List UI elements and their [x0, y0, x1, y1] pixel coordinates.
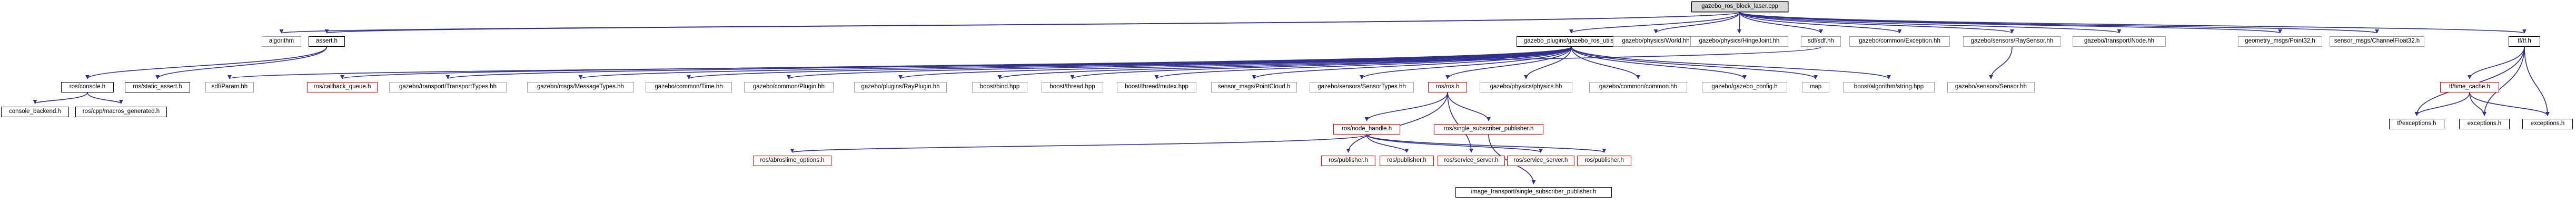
- graph-node-console_backend[interactable]: console_backend.h: [1, 107, 69, 117]
- graph-node-sm_pointcloud[interactable]: sensor_msgs/PointCloud.h: [1211, 82, 1297, 92]
- graph-node-gz_sensortypes[interactable]: gazebo/sensors/SensorTypes.hh: [1310, 82, 1414, 92]
- graph-node-label: boost/thread/mutex.hpp: [1125, 84, 1188, 90]
- graph-node-label: ros/static_assert.h: [133, 84, 182, 90]
- graph-node-root[interactable]: gazebo_ros_block_laser.cpp: [1691, 2, 1788, 12]
- graph-node-ros_publisher_3[interactable]: ros/publisher.h: [1577, 156, 1631, 166]
- graph-node-tf_tf[interactable]: tf/tf.h: [2509, 36, 2540, 47]
- graph-node-label: ros/publisher.h: [1584, 157, 1624, 164]
- graph-node-boost_bind[interactable]: boost/bind.hpp: [972, 82, 1027, 92]
- graph-node-gz_node_hh[interactable]: gazebo/transport/Node.hh: [2073, 36, 2166, 47]
- graph-node-gz_exception[interactable]: gazebo/common/Exception.hh: [1849, 36, 1950, 47]
- graph-node-label: image_transport/single_subscriber_publis…: [1471, 189, 1597, 196]
- graph-node-ros_console[interactable]: ros/console.h: [61, 82, 114, 92]
- graph-node-ros_publisher_1[interactable]: ros/publisher.h: [1321, 156, 1375, 166]
- graph-node-ros_service_server_1[interactable]: ros/service_server.h: [1438, 156, 1505, 166]
- graph-node-label: gazebo/physics/physics.hh: [1490, 84, 1562, 90]
- graph-node-label: tf/exceptions.h: [2397, 120, 2436, 127]
- graph-node-label: ros/node_handle.h: [1341, 126, 1392, 132]
- graph-node-label: gazebo/common/Exception.hh: [1859, 38, 1940, 45]
- graph-node-gz_plugin[interactable]: gazebo/common/Plugin.hh: [744, 82, 834, 92]
- graph-node-label: gazebo/transport/TransportTypes.hh: [399, 84, 497, 90]
- graph-node-phys_world[interactable]: gazebo/physics/World.hh: [1613, 36, 1699, 47]
- graph-node-label: ros/ros.h: [1435, 84, 1460, 90]
- graph-node-ros_single_sub_pub[interactable]: ros/single_subscriber_publisher.h: [1434, 124, 1543, 135]
- graph-node-label: gazebo/sensors/RaySensor.hh: [1970, 38, 2054, 45]
- graph-node-label: geometry_msgs/Point32.h: [2245, 38, 2315, 45]
- graph-node-ros_macros_generated[interactable]: ros/cpp/macros_generated.h: [75, 107, 167, 117]
- graph-node-map[interactable]: map: [1802, 82, 1829, 92]
- graph-node-label: gazebo/common/common.hh: [1599, 84, 1678, 90]
- graph-node-ros_publisher_2[interactable]: ros/publisher.h: [1380, 156, 1434, 166]
- graph-node-label: ros/console.h: [69, 84, 106, 90]
- graph-node-gz_physics[interactable]: gazebo/physics/physics.hh: [1480, 82, 1572, 92]
- graph-node-gz_config[interactable]: gazebo/gazebo_config.h: [1702, 82, 1787, 92]
- graph-node-gzr_utils[interactable]: gazebo_plugins/gazebo_ros_utils.h: [1517, 36, 1626, 47]
- graph-node-label: gazebo/plugins/RayPlugin.hh: [861, 84, 940, 90]
- graph-node-sm_channelfloat32[interactable]: sensor_msgs/ChannelFloat32.h: [2330, 36, 2424, 47]
- graph-node-label: console_backend.h: [8, 108, 62, 115]
- graph-node-label: gazebo/common/Plugin.hh: [752, 84, 825, 90]
- graph-node-gz_sensor_hh[interactable]: gazebo/sensors/Sensor.hh: [1947, 82, 2035, 92]
- graph-node-label: boost/bind.hpp: [979, 84, 1020, 90]
- graph-node-label: ros/publisher.h: [1329, 157, 1368, 164]
- graph-node-tf_exceptions[interactable]: tf/exceptions.h: [2389, 119, 2444, 129]
- graph-node-gz_common[interactable]: gazebo/common/common.hh: [1589, 82, 1687, 92]
- graph-node-label: gazebo_plugins/gazebo_ros_utils.h: [1523, 38, 1619, 45]
- graph-node-gz_raysensor[interactable]: gazebo/sensors/RaySensor.hh: [1963, 36, 2061, 47]
- graph-node-label: ros/abroslime_options.h: [760, 157, 825, 164]
- graph-node-label: ros/cpp/macros_generated.h: [82, 108, 160, 115]
- graph-node-ros_ros[interactable]: ros/ros.h: [1428, 82, 1467, 92]
- graph-node-label: gazebo/transport/Node.hh: [2084, 38, 2154, 45]
- graph-node-label: gazebo/msgs/MessageTypes.hh: [537, 84, 624, 90]
- graph-node-label: ros/service_server.h: [1513, 157, 1568, 164]
- graph-node-ros_node_handle[interactable]: ros/node_handle.h: [1333, 124, 1400, 135]
- graph-node-ros_labroslime[interactable]: ros/abroslime_options.h: [753, 156, 831, 166]
- graph-node-label: gazebo/physics/HingeJoint.hh: [1699, 38, 1780, 45]
- graph-node-gz_time[interactable]: gazebo/common/Time.hh: [646, 82, 732, 92]
- graph-node-ros_service_server_2[interactable]: ros/service_server.h: [1507, 156, 1574, 166]
- graph-node-tf_time_cache[interactable]: tf/time_cache.h: [2440, 82, 2499, 92]
- graph-node-label: gazebo/sensors/SensorTypes.hh: [1317, 84, 1406, 90]
- graph-node-label: tf/time_cache.h: [2449, 84, 2490, 90]
- graph-node-phys_hinge[interactable]: gazebo/physics/HingeJoint.hh: [1690, 36, 1788, 47]
- graph-node-geom_point32[interactable]: geometry_msgs/Point32.h: [2238, 36, 2322, 47]
- graph-node-gz_messagetypes[interactable]: gazebo/msgs/MessageTypes.hh: [527, 82, 634, 92]
- graph-node-label: boost/algorithm/string.hpp: [1854, 84, 1924, 90]
- graph-node-label: sdf/Param.hh: [211, 84, 248, 90]
- graph-node-label: gazebo/gazebo_config.h: [1711, 84, 1778, 90]
- graph-node-label: sensor_msgs/PointCloud.h: [1217, 84, 1291, 90]
- graph-node-label: ros/publisher.h: [1387, 157, 1426, 164]
- graph-node-img_transport_ssp[interactable]: image_transport/single_subscriber_publis…: [1455, 187, 1612, 198]
- graph-node-label: boost/thread.hpp: [1049, 84, 1095, 90]
- graph-node-label: exceptions.h: [2467, 120, 2502, 127]
- graph-node-label: gazebo_ros_block_laser.cpp: [1701, 3, 1778, 10]
- graph-node-label: exceptions.h: [2530, 120, 2565, 127]
- graph-node-gz_rayplugin[interactable]: gazebo/plugins/RayPlugin.hh: [854, 82, 947, 92]
- graph-node-label: ros/callback_queue.h: [313, 84, 371, 90]
- graph-node-ros_static_assert[interactable]: ros/static_assert.h: [125, 82, 190, 92]
- graph-node-algorithm[interactable]: algorithm: [262, 36, 301, 47]
- graph-node-sdf_sdf[interactable]: sdf/sdf.hh: [1801, 36, 1841, 47]
- graph-node-label: sensor_msgs/ChannelFloat32.h: [2334, 38, 2420, 45]
- graph-node-boost_string[interactable]: boost/algorithm/string.hpp: [1843, 82, 1935, 92]
- graph-node-label: sdf/sdf.hh: [1808, 38, 1834, 45]
- graph-node-label: map: [1809, 84, 1822, 90]
- graph-node-label: tf/tf.h: [2518, 38, 2531, 45]
- graph-node-exceptions_2[interactable]: exceptions.h: [2522, 119, 2573, 129]
- graph-node-exceptions_1[interactable]: exceptions.h: [2459, 119, 2510, 129]
- graph-node-assert_h[interactable]: assert.h: [309, 36, 345, 47]
- graph-node-boost_mutex[interactable]: boost/thread/mutex.hpp: [1117, 82, 1196, 92]
- graph-node-boost_thread[interactable]: boost/thread.hpp: [1042, 82, 1103, 92]
- graph-node-label: gazebo/common/Time.hh: [655, 84, 723, 90]
- graph-node-label: algorithm: [269, 38, 294, 45]
- graph-node-label: ros/service_server.h: [1444, 157, 1499, 164]
- graph-node-label: assert.h: [316, 38, 338, 45]
- graph-node-gz_transporttypes[interactable]: gazebo/transport/TransportTypes.hh: [389, 82, 507, 92]
- graph-node-label: gazebo/physics/World.hh: [1622, 38, 1690, 45]
- graph-node-ros_cb_queue[interactable]: ros/callback_queue.h: [307, 82, 378, 92]
- graph-node-sdf_param[interactable]: sdf/Param.hh: [205, 82, 254, 92]
- graph-node-label: ros/single_subscriber_publisher.h: [1443, 126, 1534, 132]
- graph-node-label: gazebo/sensors/Sensor.hh: [1955, 84, 2027, 90]
